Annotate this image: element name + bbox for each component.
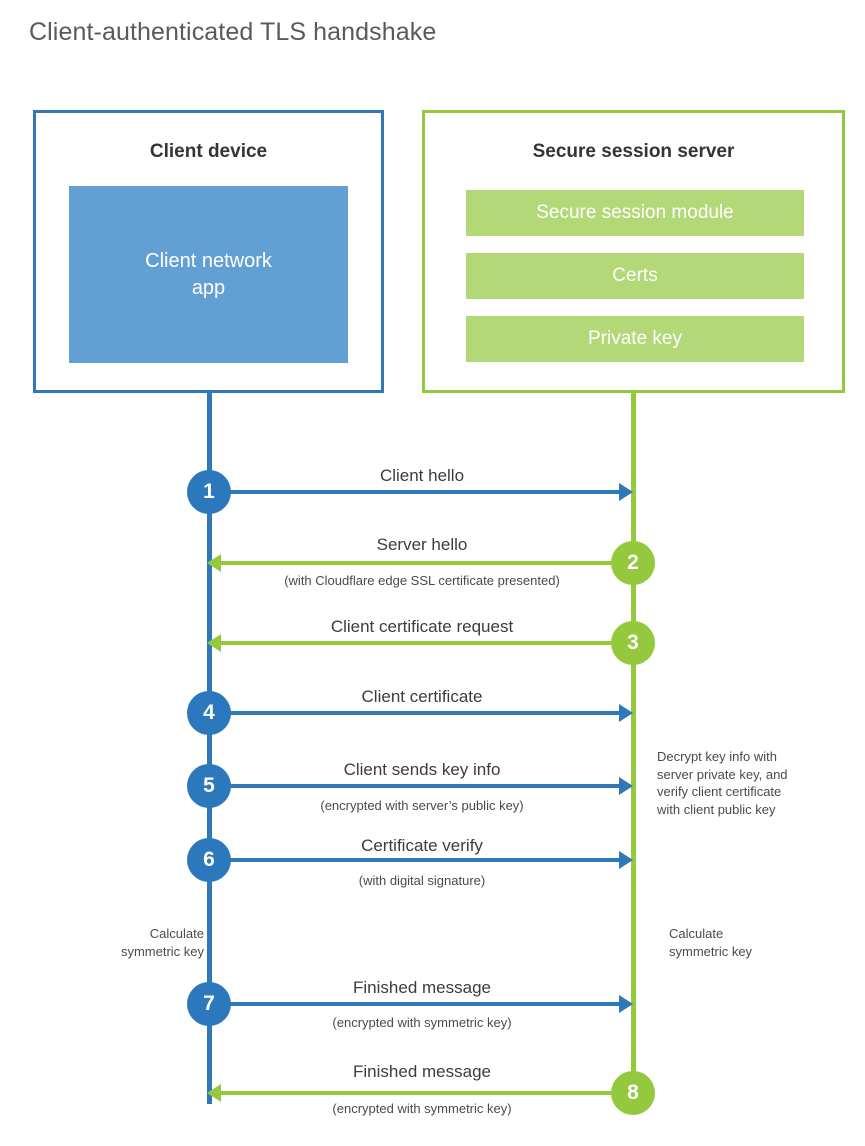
client-app-label-line-2: app [191,276,226,299]
step-2-label: Server hello [376,535,468,554]
client-device-box: Client device Client network app [33,110,384,393]
client-app-label-line-1: Client network [145,250,272,273]
calc-server-line-2: symmetric key [669,944,753,960]
server-component-secure-session-module: Secure session module [466,190,804,236]
step-5-arrow-head [619,777,633,795]
step-1-arrow-head [619,483,633,501]
step-7-label: Finished message [353,978,491,997]
decrypt-note-line-2: server private key, and [657,766,788,782]
calc-client-line-1: Calculate [149,926,204,941]
page-title: Client-authenticated TLS handshake [29,18,437,46]
server-component-private-key: Private key [466,316,804,362]
step-6-label: Certificate verify [361,836,483,855]
step-7-sublabel: (encrypted with symmetric key) [332,1015,512,1030]
secure-session-server-box: Secure session server Secure session mod… [422,110,845,393]
server-decrypt-note: Decrypt key info with server private key… [657,748,847,819]
secure-session-server-title: Secure session server [532,141,735,162]
step-2-sublabel: (with Cloudflare edge SSL certificate pr… [284,573,560,588]
client-lifeline [207,393,212,1104]
step-5-arrow-line [210,784,620,788]
decrypt-note-line-1: Decrypt key info with [657,749,777,764]
step-3-arrow-line [221,641,633,645]
step-6-arrow-head [619,851,633,869]
step-badge-1: 1 [187,470,231,514]
calc-client-line-2: symmetric key [120,944,204,960]
step-badge-5: 5 [187,764,231,808]
client-network-app-block: Client network app [69,186,348,363]
decrypt-note-line-4: with client public key [657,802,776,818]
step-badge-6: 6 [187,838,231,882]
step-7-arrow-head [619,995,633,1013]
step-2-arrow-head [207,554,221,572]
step-8-label: Finished message [353,1062,491,1081]
step-5-label: Client sends key info [343,760,501,779]
client-network-app-label: Client network app [145,248,272,301]
step-badge-2: 2 [611,541,655,585]
step-badge-4: 4 [187,691,231,735]
step-4-arrow-head [619,704,633,722]
step-badge-3: 3 [611,621,655,665]
step-1-arrow-line [210,490,620,494]
step-1-label: Client hello [379,466,465,485]
server-lifeline [631,393,636,1093]
client-calculate-symmetric-key-note: Calculate symmetric key [24,925,204,961]
step-7-arrow-line [210,1002,620,1006]
step-badge-8: 8 [611,1071,655,1115]
step-4-arrow-line [210,711,620,715]
step-4-label: Client certificate [361,687,483,706]
server-calculate-symmetric-key-note: Calculate symmetric key [669,925,849,961]
step-8-sublabel: (encrypted with symmetric key) [332,1101,512,1116]
step-3-label: Client certificate request [330,617,514,636]
step-2-arrow-line [221,561,633,565]
step-6-sublabel: (with digital signature) [358,873,486,888]
step-badge-7: 7 [187,982,231,1026]
calc-server-line-1: Calculate [669,926,724,941]
step-5-sublabel: (encrypted with server’s public key) [320,798,524,813]
step-3-arrow-head [207,634,221,652]
decrypt-note-line-3: verify client certificate [657,784,782,800]
step-8-arrow-head [207,1084,221,1102]
server-component-certs: Certs [466,253,804,299]
client-device-title: Client device [149,141,268,162]
step-8-arrow-line [221,1091,633,1095]
step-6-arrow-line [210,858,620,862]
